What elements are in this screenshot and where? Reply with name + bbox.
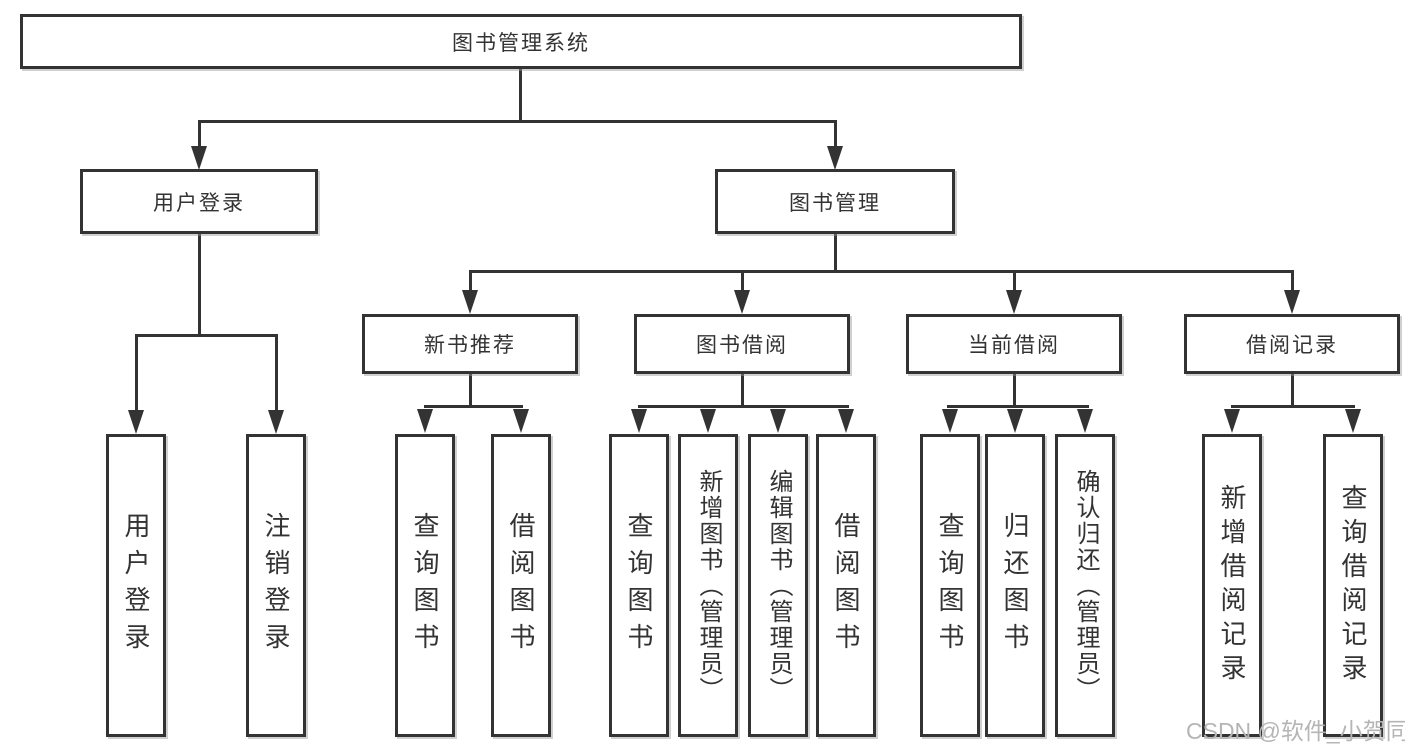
- arrow-down-icon: [1077, 409, 1093, 433]
- leaf-borrow-books-borrow: 借阅图书: [816, 434, 876, 737]
- connector-line: [518, 69, 522, 123]
- node-label: 查询借阅记录: [1338, 483, 1368, 688]
- connector-line: [134, 334, 278, 337]
- node-label: 编辑图书（管理员）: [765, 468, 792, 703]
- leaf-return-books: 归还图书: [985, 434, 1045, 737]
- arrow-down-icon: [1006, 290, 1022, 314]
- node-label: 用户登录: [153, 191, 245, 215]
- arrow-down-icon: [1224, 409, 1240, 433]
- node-label: 新书推荐: [424, 334, 516, 357]
- node-label: 新增图书（管理员）: [695, 468, 722, 703]
- arrow-down-icon: [770, 409, 786, 433]
- connector-line: [1290, 272, 1294, 292]
- node-label: 查询图书: [624, 511, 654, 660]
- node-label: 当前借阅: [968, 334, 1060, 357]
- connector-line: [468, 272, 472, 292]
- arrow-down-icon: [513, 409, 529, 433]
- node-label: 新增借阅记录: [1217, 483, 1247, 688]
- connector-line: [1012, 373, 1016, 407]
- connector-line: [197, 233, 201, 336]
- arrow-down-icon: [462, 290, 478, 314]
- node-label: 注销登录: [261, 511, 291, 660]
- arrow-down-icon: [700, 409, 716, 433]
- node-label: 查询图书: [935, 511, 965, 660]
- connector-line: [740, 373, 744, 407]
- node-new-book-recommendation: 新书推荐: [362, 314, 578, 374]
- arrow-down-icon: [417, 409, 433, 433]
- connector-line: [274, 336, 278, 412]
- leaf-query-borrow-record: 查询借阅记录: [1323, 434, 1383, 737]
- arrow-down-icon: [631, 409, 647, 433]
- node-root: 图书管理系统: [20, 14, 1022, 69]
- connector-line: [134, 336, 138, 412]
- node-book-management: 图书管理: [715, 169, 955, 234]
- connector-line: [197, 120, 837, 123]
- leaf-add-books-admin: 新增图书（管理员）: [678, 434, 738, 737]
- connector-line: [423, 405, 523, 408]
- node-label: 用户登录: [121, 511, 151, 660]
- node-user-login: 用户登录: [80, 169, 318, 234]
- connector-line: [1290, 373, 1294, 407]
- node-current-borrowing: 当前借阅: [906, 314, 1122, 374]
- leaf-add-borrow-record: 新增借阅记录: [1202, 434, 1262, 737]
- leaf-logout: 注销登录: [246, 434, 306, 737]
- connector-line: [1012, 272, 1016, 292]
- connector-line: [197, 122, 201, 148]
- leaf-confirm-return-admin: 确认归还（管理员）: [1055, 434, 1115, 737]
- connector-line: [740, 272, 744, 292]
- node-label: 归还图书: [1000, 511, 1030, 660]
- csdn-watermark: CSDN @软件_小贺同学: [1186, 718, 1405, 744]
- leaf-edit-books-admin: 编辑图书（管理员）: [748, 434, 808, 737]
- arrow-down-icon: [268, 410, 284, 434]
- arrow-down-icon: [942, 409, 958, 433]
- node-label: 借阅图书: [831, 511, 861, 660]
- node-label: 查询图书: [410, 511, 440, 660]
- node-label: 借阅图书: [506, 511, 536, 660]
- arrow-down-icon: [191, 146, 207, 170]
- node-book-borrowing: 图书借阅: [634, 314, 850, 374]
- arrow-down-icon: [838, 409, 854, 433]
- node-label: 图书管理系统: [452, 31, 590, 55]
- node-label: 图书借阅: [696, 334, 788, 357]
- connector-line: [946, 405, 1089, 408]
- leaf-query-books-borrow: 查询图书: [609, 434, 669, 737]
- arrow-down-icon: [128, 410, 144, 434]
- leaf-user-login: 用户登录: [106, 434, 166, 737]
- leaf-query-books-current: 查询图书: [920, 434, 980, 737]
- arrow-down-icon: [734, 290, 750, 314]
- node-label: 借阅记录: [1246, 334, 1338, 357]
- connector-line: [833, 122, 837, 148]
- arrow-down-icon: [1345, 409, 1361, 433]
- node-label: 确认归还（管理员）: [1072, 468, 1099, 703]
- connector-line: [468, 373, 472, 407]
- node-borrowing-records: 借阅记录: [1184, 314, 1400, 374]
- connector-line: [637, 405, 849, 408]
- arrow-down-icon: [827, 146, 843, 170]
- connector-line: [833, 233, 837, 273]
- arrow-down-icon: [1284, 290, 1300, 314]
- leaf-query-books-recommend: 查询图书: [395, 434, 455, 737]
- connector-line: [1230, 405, 1355, 408]
- arrow-down-icon: [1007, 409, 1023, 433]
- node-label: 图书管理: [789, 191, 881, 215]
- connector-line: [468, 270, 1294, 273]
- leaf-borrow-books-recommend: 借阅图书: [491, 434, 551, 737]
